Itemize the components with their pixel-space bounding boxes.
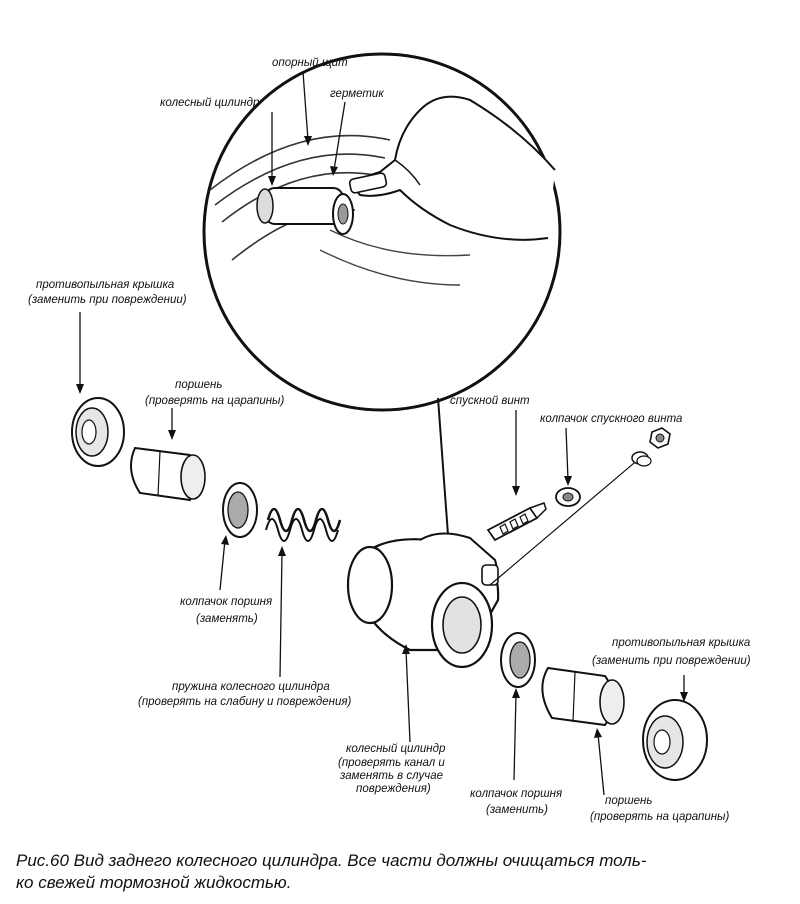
label-sealant: герметик (330, 88, 384, 100)
label-wheel-cylinder-note1: (проверять канал и (338, 757, 445, 769)
label-bleed-screw: спускной винт (450, 395, 530, 407)
label-dust-cover-right-note: (заменить при повреждении) (592, 655, 751, 667)
label-support-shield: опорный щит (272, 57, 348, 69)
label-piston-top-note: (проверять на царапины) (145, 395, 285, 407)
caption-line-2: ко свежей тормозной жидкостью. (16, 873, 292, 892)
label-piston-top: поршень (175, 379, 222, 391)
piston-bottom-part (541, 666, 625, 796)
brake-shield-arcs (209, 134, 391, 261)
wheel-cylinder-part (346, 532, 500, 743)
piston-top-part (130, 408, 206, 502)
label-spring: пружина колесного цилиндра (172, 681, 330, 693)
piston-cup-right-part (500, 632, 536, 781)
spring-part (265, 507, 342, 678)
bleed-screw-part (486, 410, 547, 542)
label-dust-cover-left-note: (заменить при повреждении) (28, 294, 187, 306)
caption-line-1: Рис.60 Вид заднего колесного цилиндра. В… (16, 851, 647, 870)
label-dust-cover-left: противопыльная крышка (36, 279, 174, 291)
detail-inset (202, 52, 562, 536)
mounting-hardware (489, 427, 671, 586)
dust-cover-right (642, 675, 708, 781)
piston-cup-left-part (219, 482, 258, 591)
label-piston-cup-left: колпачок поршня (180, 596, 272, 608)
inset-hand (350, 95, 556, 241)
label-piston-cup-right-note: (заменить) (486, 804, 548, 816)
inset-wheel-cylinder (256, 187, 354, 235)
dust-cover-left (71, 312, 125, 467)
label-spring-note: (проверять на слабину и повреждения) (138, 696, 352, 708)
label-bleed-screw-cap: колпачок спускного винта (540, 413, 682, 425)
label-piston-cup-left-note: (заменять) (196, 613, 258, 625)
figure-caption: Рис.60 Вид заднего колесного цилиндра. В… (16, 850, 786, 894)
label-piston-cup-right: колпачок поршня (470, 788, 562, 800)
label-wheel-cylinder-top: колесный цилиндр (160, 97, 260, 109)
label-wheel-cylinder: колесный цилиндр (346, 743, 446, 755)
label-wheel-cylinder-note3: повреждения) (356, 783, 431, 795)
label-piston-bottom: поршень (605, 795, 652, 807)
bleed-screw-cap-part (555, 427, 581, 507)
label-piston-bottom-note: (проверять на царапины) (590, 811, 730, 823)
label-dust-cover-right: противопыльная крышка (612, 637, 750, 649)
label-wheel-cylinder-note2: заменять в случае (339, 770, 443, 782)
